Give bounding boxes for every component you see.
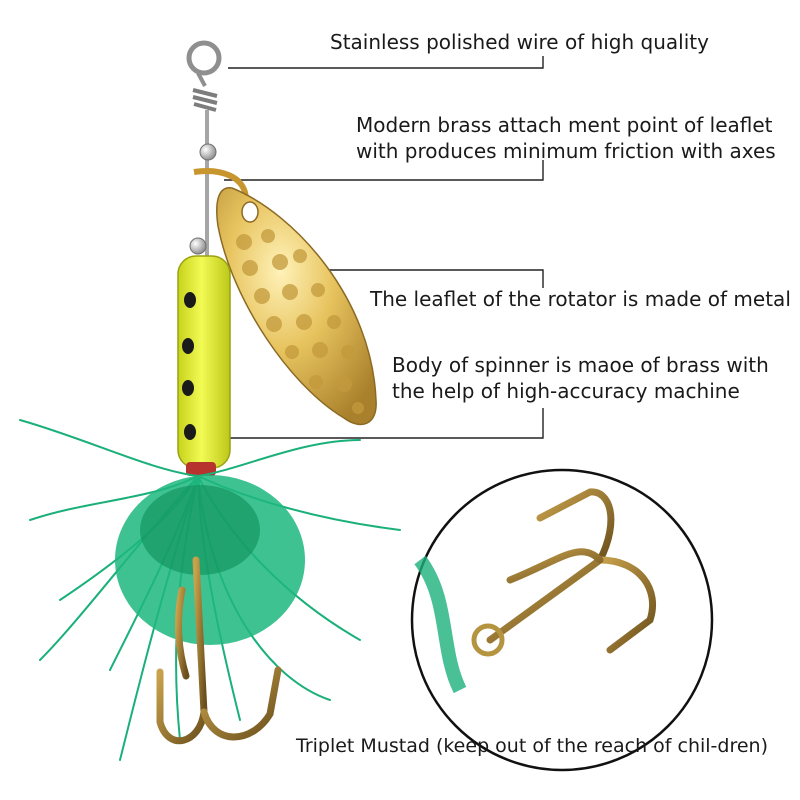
treble-hook-main xyxy=(156,556,282,745)
label-stainless-wire: Stainless polished wire of high quality xyxy=(330,30,709,54)
label-triplet-mustad: Triplet Mustad (keep out of the reach of… xyxy=(296,735,769,757)
swivel-wire xyxy=(186,40,250,266)
wire-bead-top xyxy=(199,143,217,161)
blade-hole xyxy=(241,201,259,223)
label-brass-attachment: Modern brass attach ment point of leafle… xyxy=(356,113,776,163)
label-metal-leaflet: The leaflet of the rotator is made of me… xyxy=(370,287,791,311)
leader-line-attach xyxy=(224,160,544,181)
swivel-coil xyxy=(192,88,218,112)
leader-line-leaf xyxy=(300,269,544,288)
label-brass-body: Body of spinner is maoe of brass with th… xyxy=(392,353,769,403)
hook-detail-inset xyxy=(410,468,714,772)
spinner-body xyxy=(177,255,231,476)
leader-lines xyxy=(208,56,544,439)
wire-bead-bottom xyxy=(189,237,207,255)
spinner-blade xyxy=(216,187,377,426)
leader-line-body xyxy=(208,408,544,439)
leader-line-wire xyxy=(228,56,544,69)
blade-hammered-dimples xyxy=(236,229,364,414)
swivel-ring xyxy=(186,40,222,76)
body-dots xyxy=(182,292,196,440)
